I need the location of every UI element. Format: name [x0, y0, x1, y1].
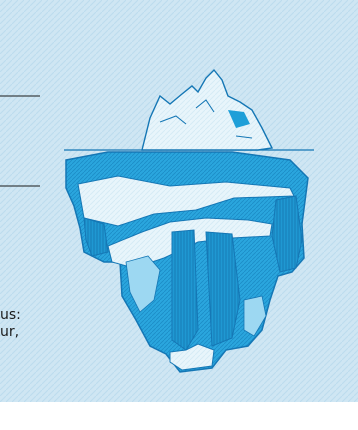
iceberg-illustration [0, 0, 358, 402]
iceberg-column-center [172, 230, 198, 350]
caption-line-1: us: [0, 307, 21, 324]
caption-line-2: ur, [0, 324, 19, 341]
figure-panel: us: ur, [0, 0, 358, 402]
